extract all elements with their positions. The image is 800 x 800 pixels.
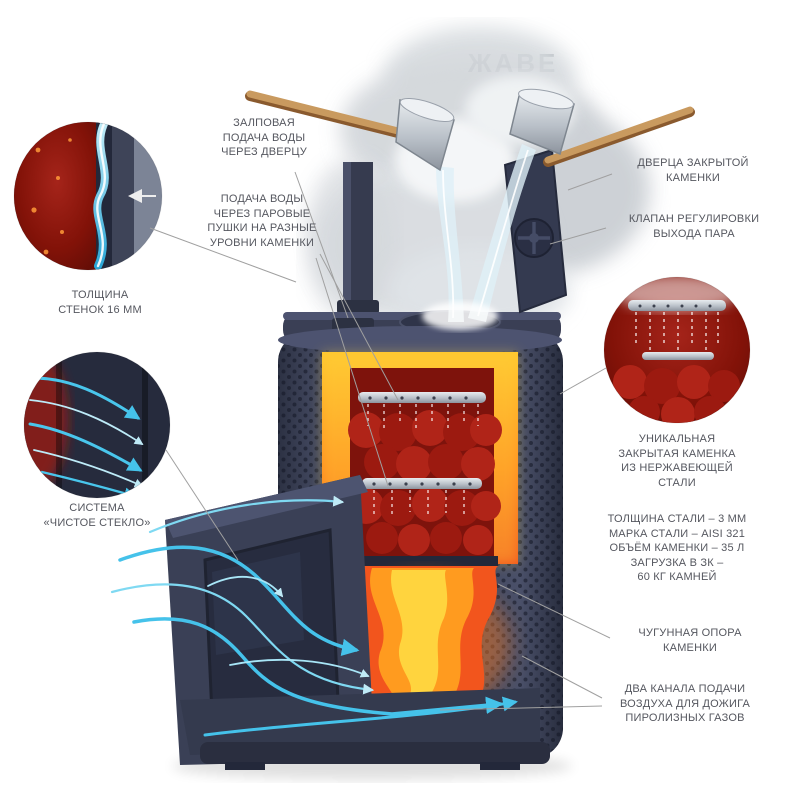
closed-stone-compartment (322, 352, 518, 566)
firebox-floor (180, 688, 540, 755)
chimney (337, 162, 379, 337)
callout-steam-valve: КЛАПАН РЕГУЛИРОВКИ ВЫХОДА ПАРА (628, 213, 760, 240)
callout-salvo-water: ЗАЛПОВАЯ ПОДАЧА ВОДЫ ЧЕРЕЗ ДВЕРЦУ (221, 117, 307, 159)
steam-gun-upper (358, 392, 486, 428)
leader-salvo-water (294, 171, 349, 319)
leader-closed-door (567, 173, 613, 191)
callout-steam-guns: ПОДАЧА ВОДЫ ЧЕРЕЗ ПАРОВЫЕ ПУШКИ НА РАЗНЫ… (207, 193, 317, 249)
leader-steam-gun-upper (319, 253, 399, 401)
inset-closed-stones (603, 276, 751, 424)
callout-air-channels: ДВА КАНАЛА ПОДАЧИ ВОЗДУХА ДЛЯ ДОЖИГА ПИР… (619, 683, 751, 725)
leader-lines (149, 171, 613, 711)
water-streams (422, 144, 536, 330)
inset-clean-glass (23, 351, 171, 499)
leader-steam-gun-lower (315, 257, 389, 487)
leader-air-channel-2 (439, 705, 603, 711)
leader-unique-stones (559, 367, 607, 395)
inset-wall-thickness (13, 121, 163, 271)
air-flow-arrows (110, 495, 518, 737)
ladle-right (509, 88, 695, 167)
leader-cast-iron (497, 583, 611, 639)
callout-specs: ТОЛЩИНА СТАЛИ – 3 ММ МАРКА СТАЛИ – AISI … (607, 513, 747, 584)
leader-clean-glass (165, 449, 239, 561)
callout-closed-door: ДВЕРЦА ЗАКРЫТОЙ КАМЕНКИ (637, 157, 749, 184)
leader-wall-thickness (149, 227, 297, 283)
callout-wall-thickness: ТОЛЩИНА СТЕНОК 16 ММ (58, 289, 142, 316)
callout-unique-stones: УНИКАЛЬНАЯ ЗАКРЫТАЯ КАМЕНКА ИЗ НЕРЖАВЕЮЩ… (618, 433, 736, 489)
callout-cast-iron-support: ЧУГУННАЯ ОПОРА КАМЕНКИ (638, 627, 742, 654)
steam-gun-lower (362, 478, 482, 516)
callout-clean-glass: СИСТЕМА «ЧИСТОЕ СТЕКЛО» (43, 502, 151, 529)
ladle-left (245, 90, 455, 172)
steam-valve-wheel (514, 218, 554, 258)
leader-steam-valve (549, 227, 607, 245)
sauna-stones (348, 410, 502, 556)
cast-iron-support (346, 556, 498, 566)
leader-air-channel-1 (521, 655, 603, 699)
firebox-flames (340, 566, 510, 718)
stove-base (200, 742, 550, 770)
